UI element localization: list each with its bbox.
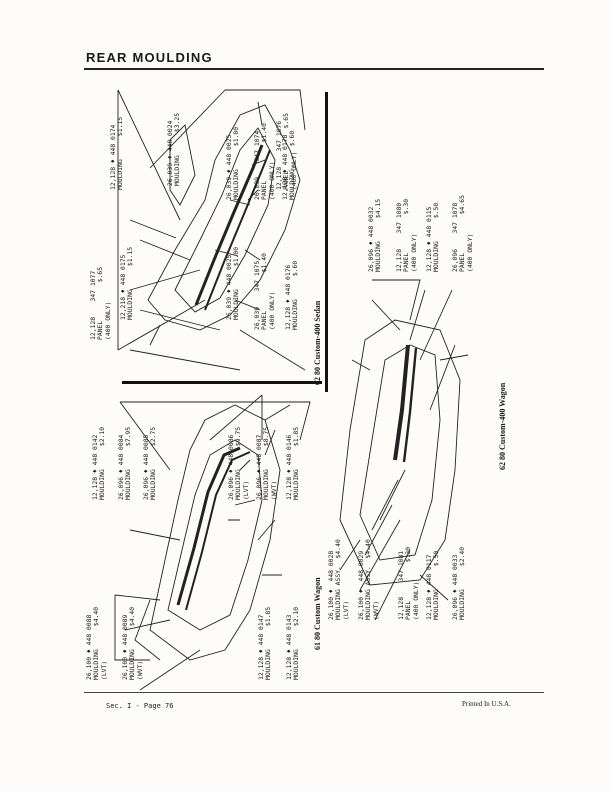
part-label: 12,128 347 1081 PANEL $.30 (400 ONLY)	[397, 546, 420, 620]
part-label: 26,100 ♦ 448 0029 MOULDING ASSY. $4.40 (…	[357, 539, 380, 620]
part-label: 12,128 ♦ 448 0142 MOULDING $2.10	[91, 426, 107, 500]
part-label: 26,039 347 1075 PANEL $1.40 (400 ONLY)	[253, 253, 276, 330]
part-label: 26,039 ♦ 448 0025 MOULDING $1.00	[225, 246, 241, 320]
footer-printed-notice: Printed In U.S.A.	[462, 700, 511, 708]
part-label: 26,039 ♦ 448 0025 MOULDING $1.00	[225, 126, 241, 200]
part-label: 12,218 ♦ 448 0175 MOULDING $1.15	[119, 246, 135, 320]
part-label: 26,096 ♦ 448 0085 MOULDING $2.75	[142, 426, 158, 500]
part-label: 26,039 347 1074 PANEL $1.40 (400 ONLY)	[253, 123, 276, 200]
part-label: 12,128 347 1080 PANEL $.30 (400 ONLY)	[395, 198, 418, 272]
part-label: 12,128 ♦ 448 0143 MOULDING $2.10	[285, 606, 301, 680]
part-label: 12,128 347 1077 PANEL $.65 (400 ONLY)	[89, 266, 112, 340]
horizontal-divider	[122, 381, 322, 384]
wagon-61-leaders	[114, 394, 311, 691]
caption-wagon-61: 61 80 Custom Wagon	[313, 577, 322, 650]
part-label: 12,128 ♦ 448 0174 MOULDING $1.15	[109, 116, 125, 190]
sedan-rear-drawing	[147, 104, 301, 346]
part-label: 12,128 ♦ 448 0176 MOULDING $.60	[284, 260, 300, 330]
part-label: 12,128 ♦ 448 0117 MOULDING $.50	[425, 550, 441, 620]
wagon-62-rear-drawing	[339, 319, 469, 601]
part-label: 26,100 ♦ 448 0089 MOULDING $4.40 (WVT)	[121, 606, 144, 680]
wagon-62-leaders	[359, 279, 456, 621]
caption-wagon-62: 62 80 Custom-400 Wagon	[498, 382, 507, 470]
title-rule	[84, 68, 544, 70]
part-label: 26,100 ♦ 448 0028 MOULDING ASSY. $4.40 (…	[327, 539, 350, 620]
vertical-divider	[325, 92, 328, 392]
footer-rule	[84, 692, 544, 693]
footer-page-number: Sec. I - Page 76	[106, 702, 174, 710]
part-label: 12,128 ♦ 448 0147 MOULDING $1.85	[257, 606, 273, 680]
part-label: 26,096 ♦ 448 0084 MOULDING $7.95	[117, 426, 133, 500]
part-label: 26,096 ♦ 448 0087 MOULDING $8.75 (WVT)	[255, 426, 278, 500]
part-label: 26,100 ♦ 448 0088 MOULDING $4.40 (LVT)	[85, 606, 108, 680]
sedan-leaders	[117, 89, 306, 371]
caption-sedan: 62 80 Custom-400 Sedan	[313, 300, 322, 385]
part-label: 12,128 ♦ 448 0146 MOULDING $1.85	[285, 426, 301, 500]
part-label: 26,096 347 1078 PANEL $4.65 (400 ONLY)	[451, 195, 474, 272]
part-label: 26,039 ♦ 448 0024 MOULDING $3.25	[166, 112, 182, 186]
part-label: 26,096 ♦ 448 0086 MOULDING $9.75 (LVT)	[227, 426, 250, 500]
part-label: 12,128 ♦ 448 0178 MOULDING $.60	[281, 130, 297, 200]
page-title: REAR MOULDING	[86, 50, 213, 65]
part-label: 26,096 ♦ 448 0032 MOULDING $4.15	[367, 198, 383, 272]
part-label: 26,096 ♦ 448 0033 MOULDING $2.40	[451, 546, 467, 620]
wagon-61-rear-drawing	[134, 404, 291, 661]
part-label: 12,128 ♦ 448 0115 MOULDING $.50	[425, 202, 441, 272]
